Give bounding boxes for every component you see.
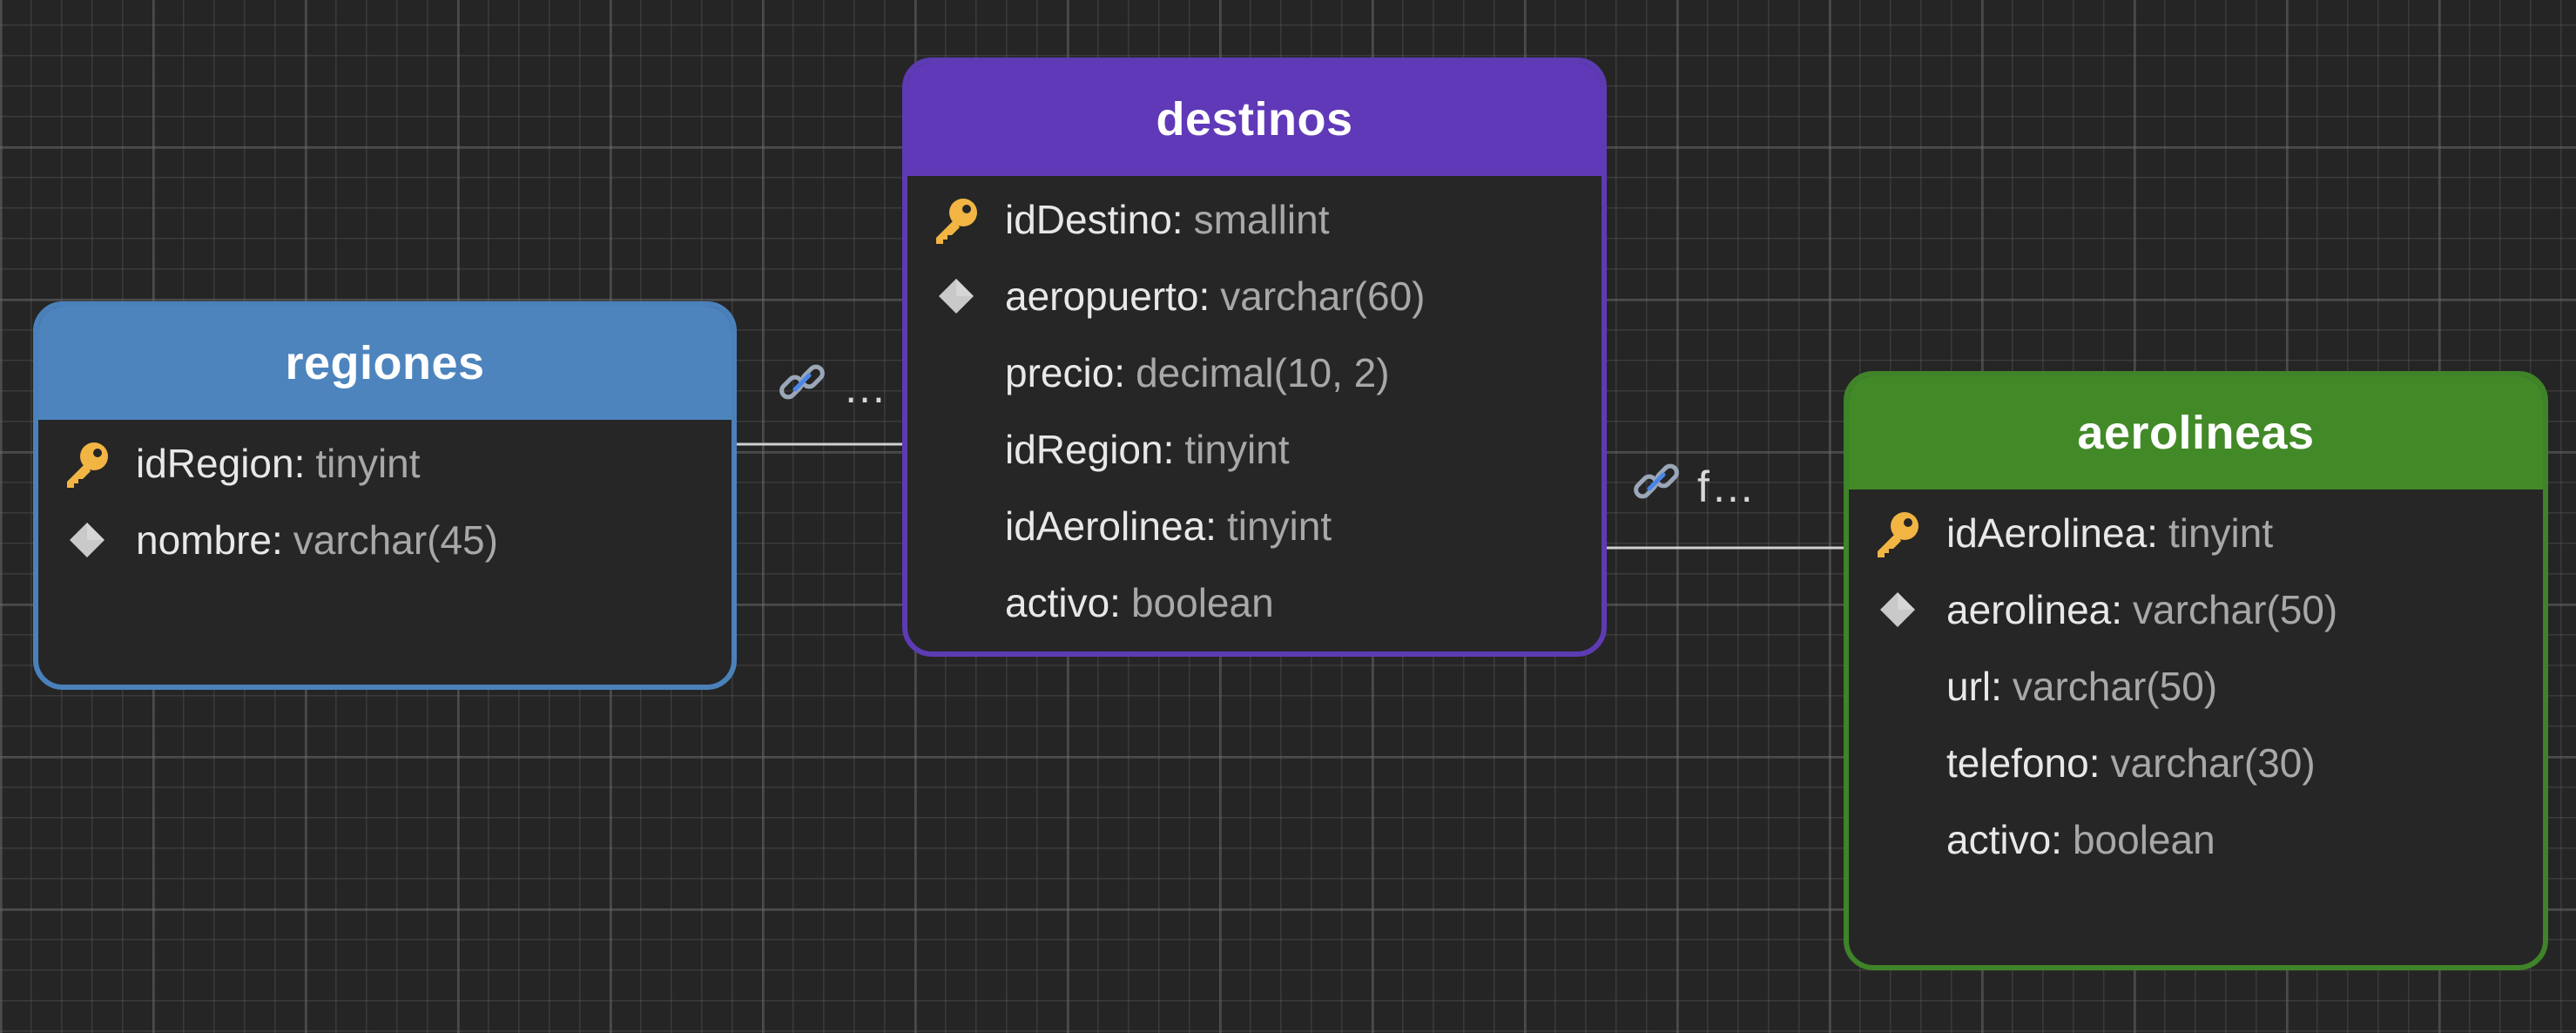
field-name: idDestino — [1005, 197, 1172, 242]
field-separator: : — [2051, 817, 2062, 862]
field-separator: : — [1198, 273, 1210, 319]
relation-label-text: f… — [1697, 462, 1757, 511]
key-icon — [907, 192, 1005, 247]
field-name: idAerolinea — [1005, 503, 1206, 549]
field-type: varchar(60) — [1220, 273, 1426, 319]
field-separator: : — [2147, 510, 2158, 556]
field-separator: : — [1114, 350, 1126, 395]
field-name: idAerolinea — [1946, 510, 2148, 556]
field-name: activo — [1005, 580, 1110, 625]
field-row[interactable]: activo:boolean — [1849, 801, 2543, 878]
field-row[interactable]: idAerolinea:tinyint — [907, 488, 1602, 564]
field-row[interactable]: aerolinea:varchar(50) — [1849, 571, 2543, 648]
field-name: activo — [1946, 817, 2052, 862]
field-separator: : — [1109, 580, 1121, 625]
field-type: smallint — [1193, 197, 1330, 242]
field-row[interactable]: activo:boolean — [907, 564, 1602, 641]
field-separator: : — [271, 517, 283, 563]
diamond-icon — [38, 521, 136, 559]
key-icon — [1849, 505, 1946, 561]
field-separator: : — [1163, 427, 1175, 472]
field-separator: : — [2111, 587, 2123, 632]
field-type: decimal(10, 2) — [1136, 350, 1390, 395]
field-name: url — [1946, 664, 1992, 709]
field-type: varchar(30) — [2110, 740, 2316, 786]
relation-label-text: … — [843, 363, 888, 412]
entity-title: destinos — [907, 63, 1602, 176]
field-name: telefono — [1946, 740, 2089, 786]
field-type: varchar(45) — [293, 517, 498, 563]
field-separator: : — [2088, 740, 2101, 786]
field-type: varchar(50) — [2012, 664, 2218, 709]
field-name: aeropuerto — [1005, 273, 1199, 319]
field-name: idRegion — [1005, 427, 1163, 472]
field-type: tinyint — [1184, 427, 1290, 472]
field-separator: : — [1991, 664, 2002, 709]
field-row[interactable]: nombre:varchar(45) — [38, 502, 732, 578]
field-row[interactable]: idRegion:tinyint — [38, 425, 732, 502]
field-name: nombre — [136, 517, 272, 563]
field-name: aerolinea — [1946, 587, 2112, 632]
field-row[interactable]: precio:decimal(10, 2) — [907, 334, 1602, 411]
field-type: tinyint — [315, 441, 421, 486]
field-type: tinyint — [1226, 503, 1332, 549]
field-name: precio — [1005, 350, 1115, 395]
field-type: boolean — [2072, 817, 2215, 862]
relation-label-destinos-aerolineas[interactable]: f… — [1631, 456, 1757, 517]
field-separator: : — [293, 441, 306, 486]
field-row[interactable]: telefono:varchar(30) — [1849, 725, 2543, 801]
field-row[interactable]: idAerolinea:tinyint — [1849, 495, 2543, 571]
field-row[interactable]: idRegion:tinyint — [907, 411, 1602, 488]
diamond-icon — [907, 277, 1005, 315]
relation-label-regiones-destinos[interactable]: … — [777, 357, 888, 418]
field-type: varchar(50) — [2133, 587, 2338, 632]
field-row[interactable]: aeropuerto:varchar(60) — [907, 258, 1602, 334]
field-separator: : — [1171, 197, 1183, 242]
field-name: idRegion — [136, 441, 294, 486]
key-icon — [38, 435, 136, 491]
field-separator: : — [1205, 503, 1217, 549]
link-icon — [777, 357, 827, 418]
entity-title: regiones — [38, 307, 732, 420]
field-type: boolean — [1130, 580, 1274, 625]
field-row[interactable]: url:varchar(50) — [1849, 648, 2543, 725]
field-type: tinyint — [2168, 510, 2274, 556]
field-row[interactable]: idDestino:smallint — [907, 181, 1602, 258]
link-icon — [1631, 456, 1682, 517]
diamond-icon — [1849, 591, 1946, 629]
entity-title: aerolineas — [1849, 376, 2543, 489]
